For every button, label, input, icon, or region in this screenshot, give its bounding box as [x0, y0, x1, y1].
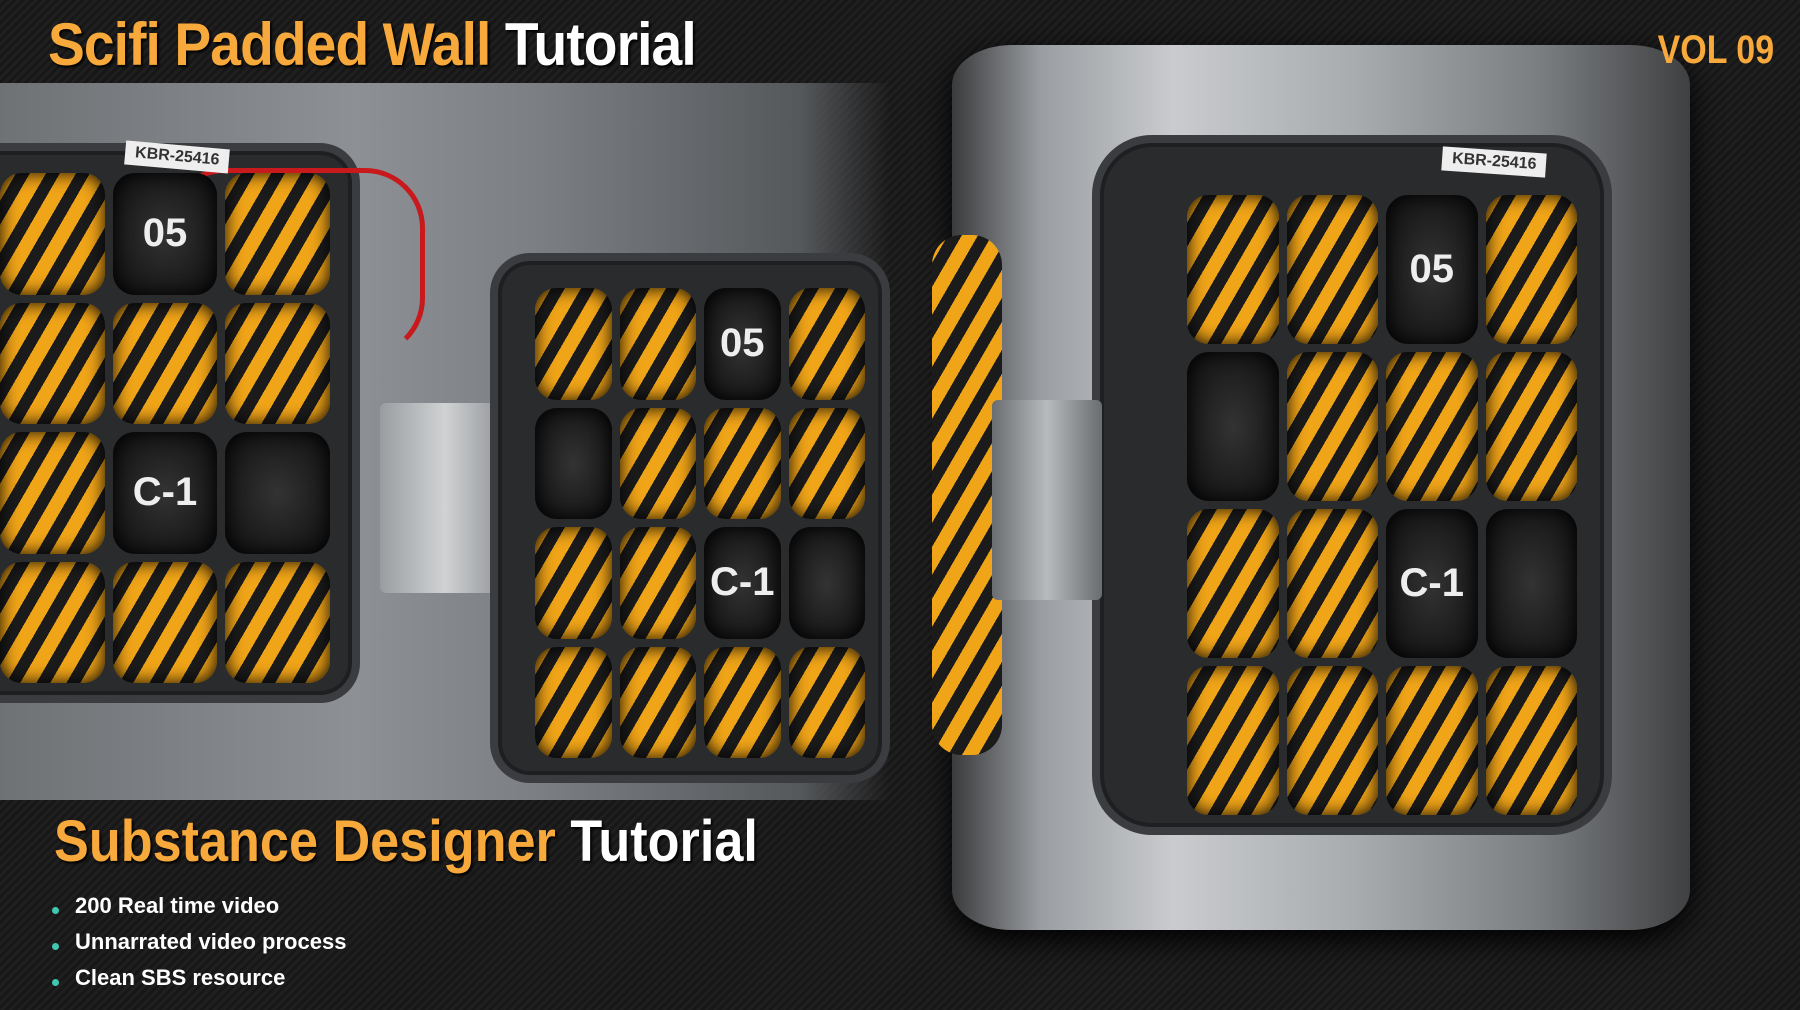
texture-preview: 05 C-1 05 C-1 KBR-25416: [0, 83, 890, 800]
bullet-icon: [52, 906, 59, 914]
side-pads: [932, 235, 1002, 755]
feature-item: Unnarrated video process: [52, 924, 346, 960]
padded-cells: 05 C-1: [0, 173, 330, 683]
bullet-icon: [52, 978, 59, 986]
feature-item: 200 Real time video: [52, 888, 346, 924]
hinge-plate: [380, 403, 510, 593]
subtitle: Substance Designer Tutorial: [54, 809, 758, 874]
padded-cells: 05 C-1: [535, 288, 865, 758]
header-bar: Scifi Padded Wall Tutorial VOL 09: [0, 0, 1800, 83]
feature-item: Clean SBS resource: [52, 960, 346, 996]
page-title: Scifi Padded Wall Tutorial: [48, 11, 697, 78]
cylinder-render: 05 C-1 KBR-25416: [932, 45, 1690, 930]
padded-cells: 05 C-1: [1187, 195, 1577, 815]
volume-badge: VOL 09: [1657, 28, 1774, 72]
feature-list: 200 Real time video Unnarrated video pro…: [52, 888, 346, 996]
hinge-plate: [992, 400, 1102, 600]
bullet-icon: [52, 942, 59, 950]
